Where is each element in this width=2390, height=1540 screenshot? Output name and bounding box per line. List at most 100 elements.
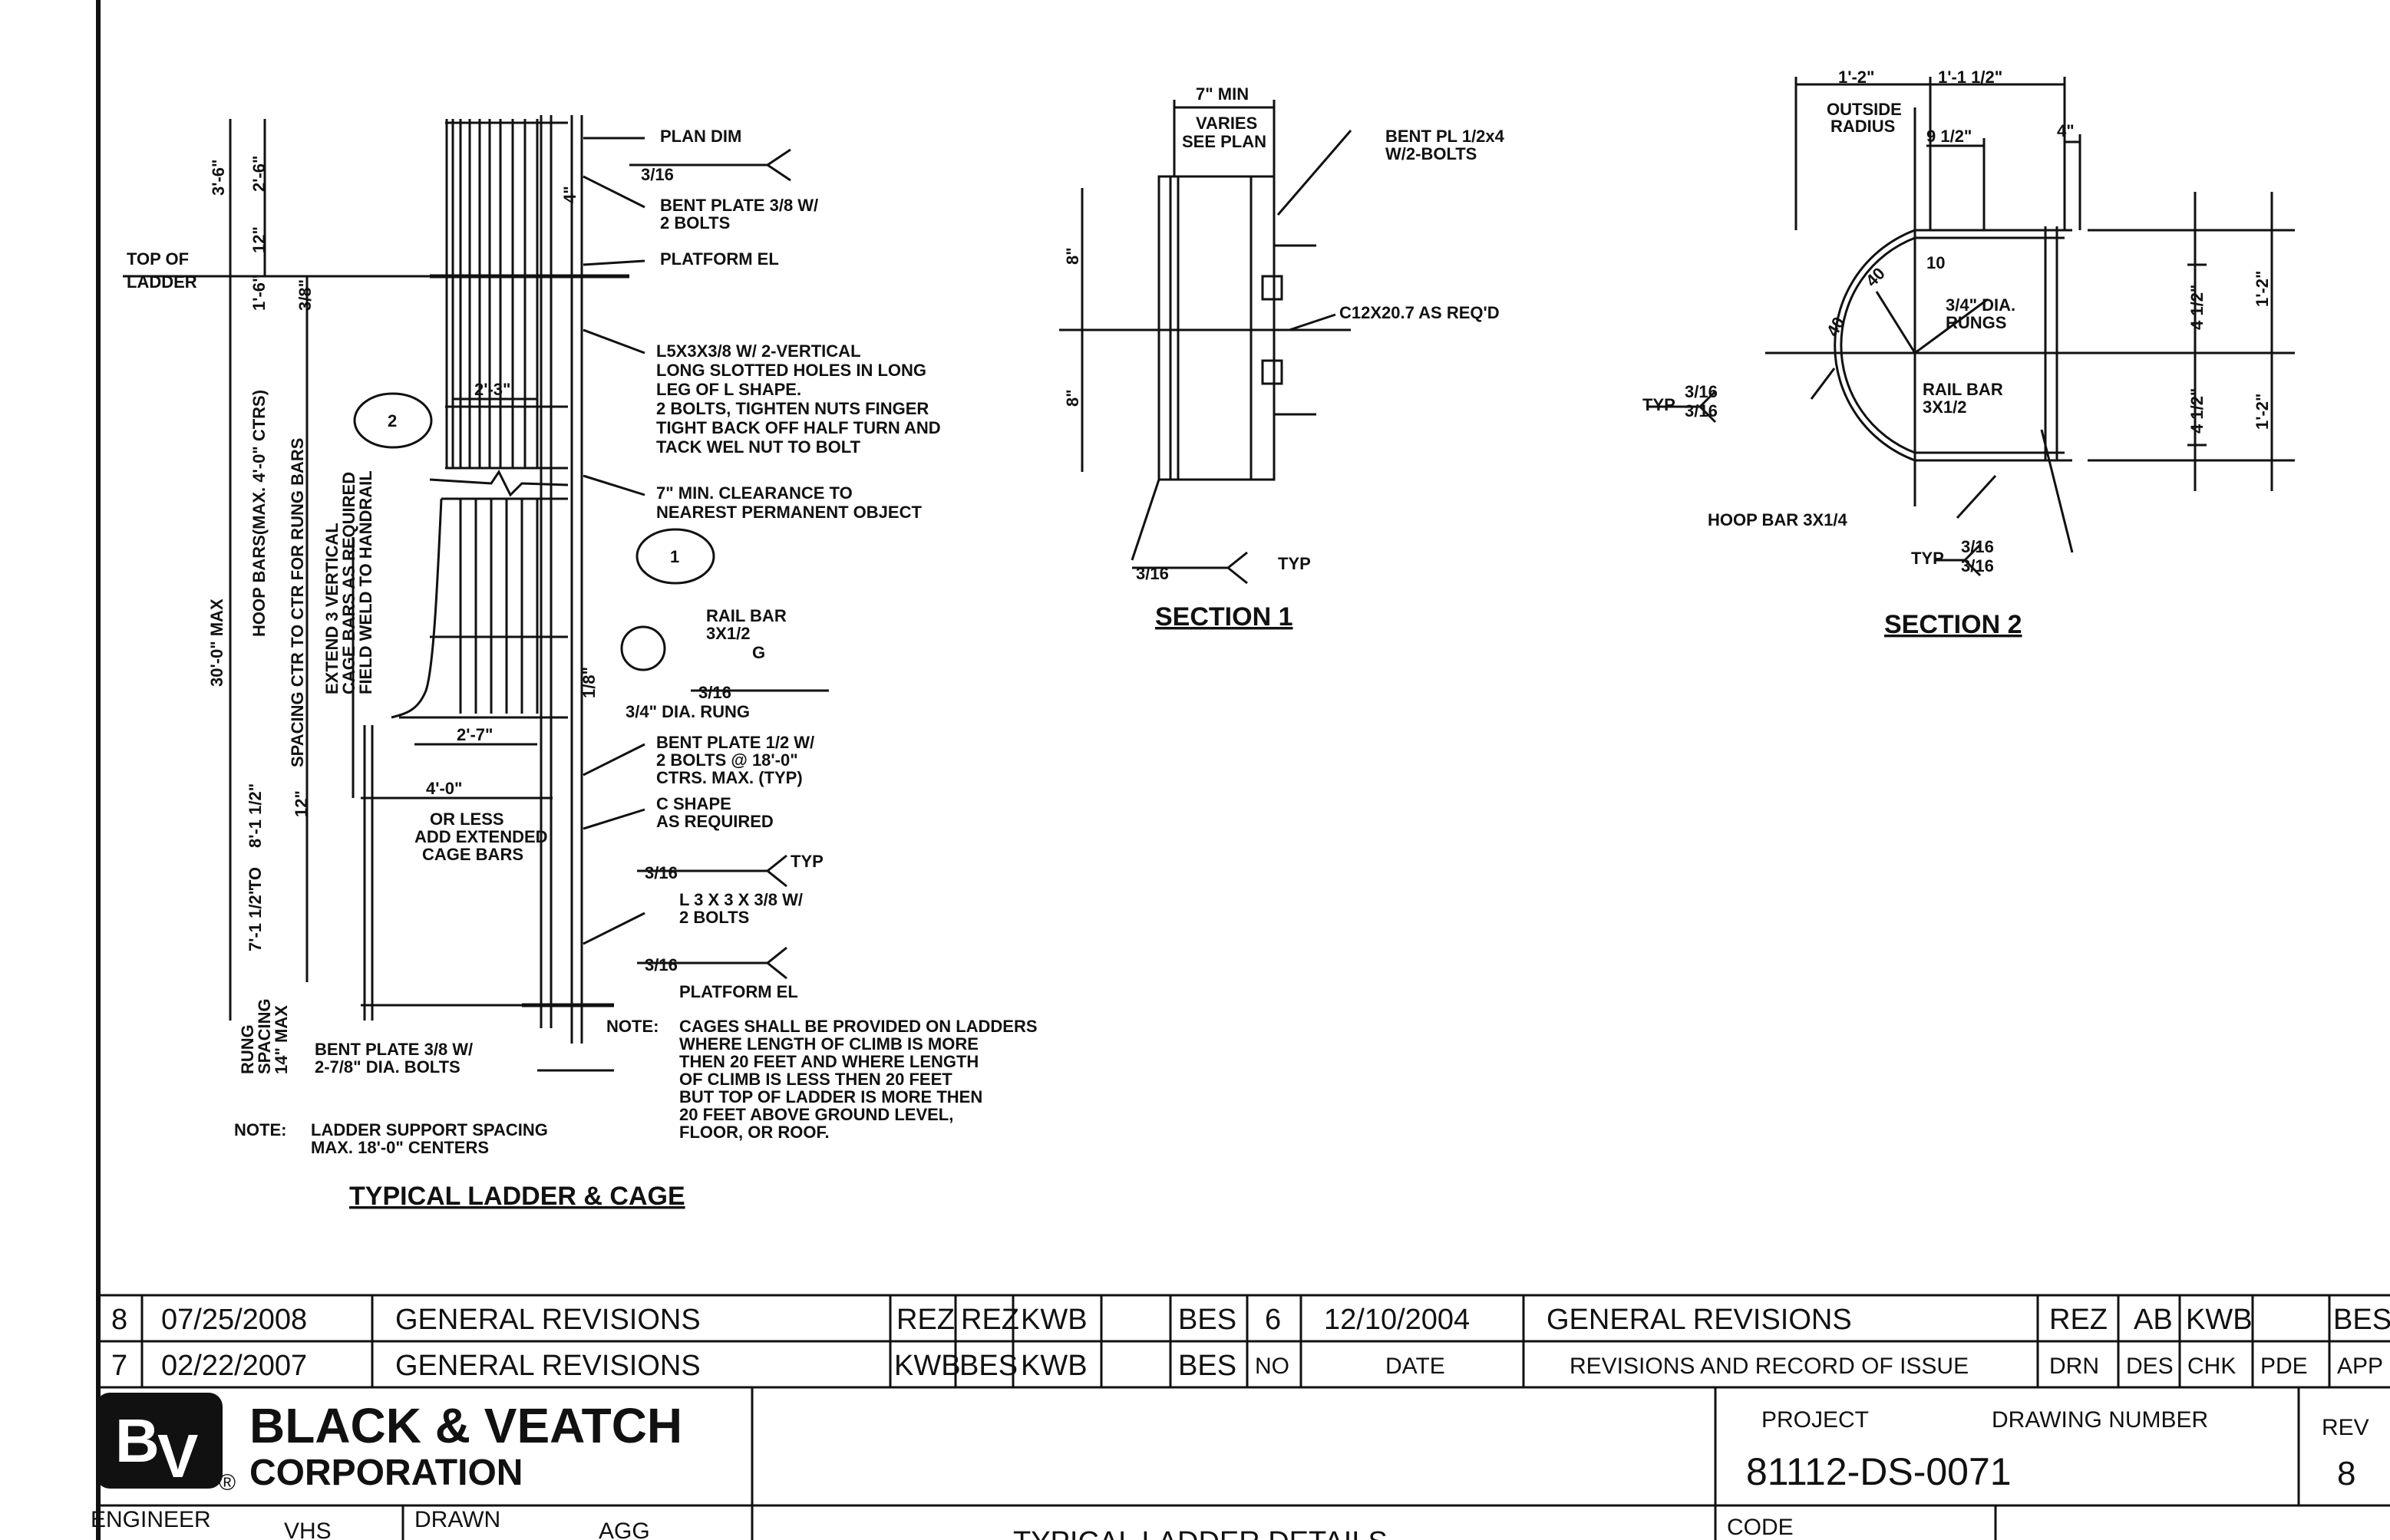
drawn-label: DRAWN — [414, 1507, 500, 1532]
sec2-weld-a: 3/16 — [1685, 382, 1718, 401]
drawing-number: 81112-DS-0071 — [1746, 1450, 2012, 1493]
clearance-note-2: NEAREST PERMANENT OBJECT — [656, 503, 922, 522]
dim-30-max: 30'-0" MAX — [207, 599, 226, 687]
sec2-r4b: 4 1/2" — [2187, 388, 2207, 434]
sec1-typ: TYP — [1278, 554, 1311, 573]
l5-note-4: 2 BOLTS, TIGHTEN NUTS FINGER — [656, 399, 929, 418]
dim-7-1: 7'-1 1/2" — [246, 887, 265, 951]
plan-dim-label: PLAN DIM — [660, 127, 741, 146]
sec2-r4a: 4 1/2" — [2187, 285, 2207, 330]
rev-header-app: APP — [2337, 1354, 2383, 1379]
sec1-varies: VARIES — [1196, 114, 1257, 133]
rev-row-2-no: 7 — [111, 1350, 127, 1382]
extend-note-3: FIELD WELD TO HANDRAIL — [356, 470, 375, 694]
rev-header-chk: CHK — [2187, 1354, 2236, 1379]
svg-text:B: B — [115, 1406, 160, 1475]
bent-plate-label-2: 2 BOLTS — [660, 213, 730, 232]
l3-label-1: L 3 X 3 X 3/8 W/ — [679, 890, 803, 909]
dim-to: TO — [246, 867, 265, 890]
rev-row-1-no: 8 — [111, 1304, 127, 1336]
dim-rung-spacing: SPACING CTR TO CTR FOR RUNG BARS — [288, 438, 307, 767]
sec2-dim-1-2: 1'-2" — [1838, 68, 1874, 87]
bubble-1-label: 1 — [670, 547, 679, 566]
rung-spacing-1: RUNG — [238, 1024, 257, 1074]
sec2-rungs-2: RUNGS — [1946, 313, 2006, 332]
sec1-weld: 3/16 — [1136, 564, 1169, 583]
sec2-rail-1: RAIL BAR — [1923, 380, 2003, 399]
rail-bar-label-1: RAIL BAR — [706, 606, 787, 625]
title-block: 8 07/25/2008 GENERAL REVISIONS REZ REZ K… — [91, 1294, 2390, 1540]
bent-plate-12-2: 2 BOLTS @ 18'-0" — [656, 750, 798, 770]
weld-316-l3: 3/16 — [645, 955, 678, 974]
sec2-dim-4: 4" — [2057, 121, 2075, 140]
sec2-outside: OUTSIDE — [1827, 100, 1902, 119]
bent-plate-label-1: BENT PLATE 3/8 W/ — [660, 196, 818, 215]
platform-el-bottom: PLATFORM EL — [679, 982, 798, 1001]
cage-note-2: WHERE LENGTH OF CLIMB IS MORE — [679, 1034, 979, 1054]
dim-3-8: 3/8" — [295, 279, 315, 311]
dim-hoop-bars: HOOP BARS(MAX. 4'-0" CTRS) — [249, 390, 269, 637]
dim-1-6: 1'-6" — [249, 275, 269, 311]
rail-bar-label-2: 3X1/2 — [706, 624, 751, 643]
company-name: BLACK & VEATCH — [249, 1398, 682, 1453]
rev-row-3-des: AB — [2134, 1304, 2173, 1336]
rev-label: REV — [2322, 1415, 2369, 1440]
sec2-r1a: 1'-2" — [2253, 271, 2272, 307]
bent-plate-12-1: BENT PLATE 1/2 W/ — [656, 733, 814, 752]
rev-header-date: DATE — [1385, 1354, 1445, 1379]
engineer-value: VHS — [284, 1519, 332, 1540]
rung-spacing-2: SPACING — [255, 998, 274, 1074]
support-note-2: MAX. 18'-0" CENTERS — [311, 1138, 489, 1157]
rev-header-desc: REVISIONS AND RECORD OF ISSUE — [1570, 1354, 1969, 1379]
dim-3-6: 3'-6" — [209, 160, 228, 196]
section-1-detail: 7" MIN VARIES SEE PLAN BENT PL 1/2x4 W/2… — [1059, 84, 1505, 631]
cage-note-5: BUT TOP OF LADDER IS MORE THEN — [679, 1087, 982, 1106]
sec2-dim-1-1: 1'-1 1/2" — [1938, 68, 2002, 87]
section-1-title: SECTION 1 — [1155, 602, 1292, 631]
l5-note-5: TIGHT BACK OFF HALF TURN AND — [656, 418, 941, 437]
dim-4in: 4" — [560, 186, 579, 203]
rev-row-3-app: BES — [2333, 1304, 2390, 1336]
drawing-title: TYPICAL LADDER DETAILS — [1013, 1526, 1388, 1540]
section-2-detail: 1'-2" 1'-1 1/2" OUTSIDE RADIUS 9 1/2" 4"… — [1642, 68, 2295, 639]
company-logo: B V — [96, 1393, 223, 1490]
rev-row-1-drn: REZ — [896, 1304, 955, 1336]
weld-size-label: 3/16 — [641, 165, 674, 184]
rev-row-1-chk: KWB — [1021, 1304, 1088, 1336]
rev-row-3-desc: GENERAL REVISIONS — [1547, 1304, 1852, 1336]
l5-note-2: LONG SLOTTED HOLES IN LONG — [656, 361, 926, 380]
dim-2-6: 2'-6" — [249, 156, 269, 192]
or-less-3: CAGE BARS — [422, 845, 523, 864]
support-note-1: LADDER SUPPORT SPACING — [311, 1120, 548, 1139]
bent-plate-bottom-2: 2-7/8" DIA. BOLTS — [315, 1057, 461, 1077]
project-label: PROJECT — [1761, 1407, 1869, 1433]
rev-row-3-chk: KWB — [2186, 1304, 2253, 1336]
company-subtitle: CORPORATION — [249, 1453, 523, 1493]
sec2-dim-9: 9 1/2" — [1926, 127, 1972, 146]
rev-row-1-app: BES — [1178, 1304, 1236, 1336]
rev-row-1-des: REZ — [961, 1304, 1019, 1336]
svg-text:V: V — [157, 1422, 198, 1490]
extend-note-1: EXTEND 3 VERTICAL — [322, 523, 342, 694]
sec2-typ-bottom: TYP — [1911, 549, 1944, 568]
sec2-weld-c: 3/16 — [1961, 537, 1994, 556]
or-less-1: OR LESS — [430, 810, 504, 829]
bent-plate-12-3: CTRS. MAX. (TYP) — [656, 768, 803, 787]
revision-number: 8 — [2337, 1455, 2355, 1492]
support-note-title: NOTE: — [234, 1120, 286, 1139]
sec1-dim-8a: 8" — [1063, 247, 1082, 265]
l5-note-3: LEG OF L SHAPE. — [656, 380, 801, 399]
c-shape-1: C SHAPE — [656, 794, 731, 813]
dim-12a: 12" — [249, 226, 269, 253]
cage-note-7: FLOOR, OR ROOF. — [679, 1123, 830, 1142]
cage-note-3: THEN 20 FEET AND WHERE LENGTH — [679, 1052, 979, 1071]
l3-label-2: 2 BOLTS — [679, 908, 749, 927]
sec1-c12: C12X20.7 AS REQ'D — [1339, 303, 1500, 322]
weld-316-c: 3/16 — [645, 863, 678, 882]
sec2-typ-left: TYP — [1642, 395, 1675, 414]
rev-row-2-date: 02/22/2007 — [161, 1350, 307, 1382]
rev-row-3-no: 6 — [1265, 1304, 1281, 1336]
rev-row-2-des: BES — [959, 1350, 1018, 1382]
c-shape-2: AS REQUIRED — [656, 812, 774, 831]
rung-spacing-3: 14" MAX — [272, 1005, 291, 1074]
